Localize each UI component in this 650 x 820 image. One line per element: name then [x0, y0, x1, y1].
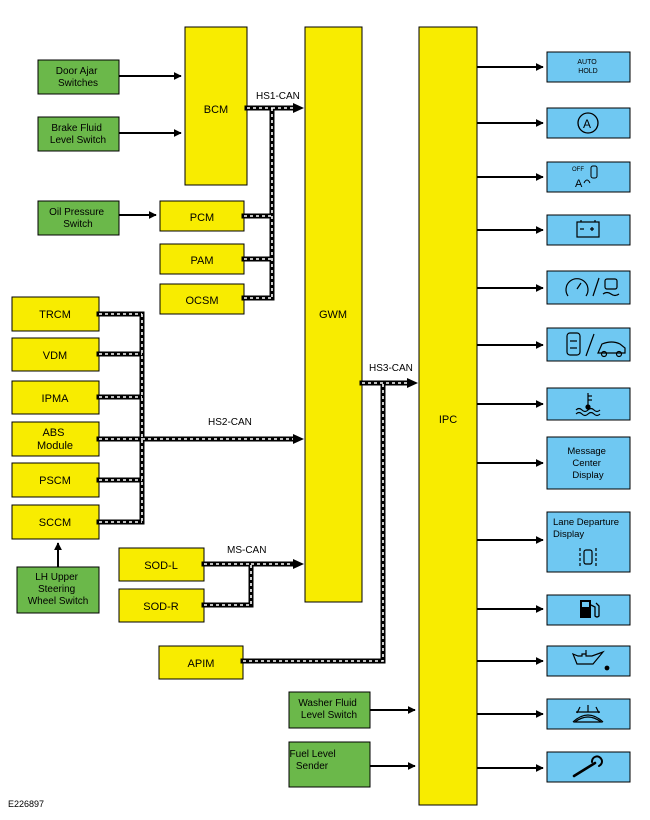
- sccm-module: [11, 504, 100, 540]
- door-ajar-switches: [37, 59, 120, 95]
- washer-fluid-switch: [288, 691, 371, 729]
- auto-hold-text: AUTO HOLD: [577, 59, 598, 75]
- sod-l-label: SOD-L: [144, 560, 178, 572]
- svg-text:A: A: [583, 117, 591, 131]
- message-center-display: [546, 436, 631, 490]
- auto-start-stop-icon: A: [577, 112, 599, 134]
- bus-arrowheads: [293, 103, 418, 569]
- lane-departure-display: [546, 511, 631, 573]
- gwm-module: [304, 26, 363, 603]
- brake-fluid-label: Brake Fluid Level Switch: [50, 123, 106, 146]
- coolant-temp-icon: [575, 393, 601, 417]
- ipma-module: [11, 380, 100, 415]
- oil-pressure-label: Oil Pressure Switch: [49, 207, 107, 230]
- oil-can-icon: [571, 650, 610, 671]
- airbag-off-icon: OFF A: [572, 165, 598, 190]
- bus-lines-dashes: [99, 107, 408, 662]
- ocsm-module: [159, 283, 245, 315]
- abs-label: ABS Module: [37, 427, 73, 452]
- bcm-module: [184, 26, 248, 186]
- oil-pressure-indicator: [546, 645, 631, 677]
- sod-r-module: [118, 588, 205, 623]
- bcm-label: BCM: [204, 104, 228, 116]
- low-fuel-icon: [580, 600, 600, 618]
- message-center-text: Message Center Display: [567, 446, 608, 481]
- fuel-level-label: Fuel Level Sender: [290, 749, 339, 772]
- apim-module: [158, 645, 244, 680]
- vdm-label: VDM: [43, 350, 67, 362]
- airbag-off-indicator: [546, 161, 631, 193]
- lh-upper-switch: [16, 566, 100, 614]
- wrench-icon: [572, 755, 603, 778]
- ipma-label: IPMA: [42, 393, 70, 405]
- abs-module: [11, 421, 100, 457]
- auto-hold-indicator: [546, 51, 631, 83]
- lane-departure-icon: [579, 548, 597, 568]
- trcm-label: TRCM: [39, 309, 71, 321]
- washer-fluid-label: Washer Fluid Level Switch: [298, 698, 359, 721]
- ms-can-label: MS-CAN: [227, 545, 266, 556]
- traction-control-indicator: [546, 270, 631, 305]
- door-ajar-indicator: [546, 327, 631, 362]
- lh-upper-label: LH Upper Steering Wheel Switch: [28, 572, 89, 607]
- washer-fluid-icon: [572, 705, 604, 723]
- hs1-can-label: HS1-CAN: [256, 91, 300, 102]
- sod-r-label: SOD-R: [143, 601, 179, 613]
- svg-text:OFF: OFF: [572, 167, 584, 173]
- pcm-label: PCM: [190, 212, 214, 224]
- fuel-level-sender: [288, 741, 371, 788]
- door-ajar-icon: [566, 332, 626, 358]
- ocsm-label: OCSM: [186, 295, 219, 307]
- battery-icon: [576, 220, 600, 238]
- gwm-label: GWM: [319, 309, 347, 321]
- hs2-can-label: HS2-CAN: [208, 417, 252, 428]
- plain-connections: [54, 63, 544, 772]
- indicator-boxes: [546, 51, 631, 783]
- door-ajar-label: Door Ajar Switches: [56, 66, 100, 89]
- charging-system-indicator: [546, 214, 631, 246]
- hs3-can-label: HS3-CAN: [369, 363, 413, 374]
- figure-id: E226897: [8, 799, 44, 809]
- lane-departure-text: Lane Departure Display: [553, 517, 622, 540]
- washer-fluid-indicator: [546, 698, 631, 730]
- oil-pressure-switch: [37, 200, 120, 236]
- brake-fluid-switch: [37, 116, 120, 152]
- ipc-module: [418, 26, 478, 806]
- traction-control-icon: [565, 277, 620, 297]
- apim-label: APIM: [188, 658, 215, 670]
- pam-module: [159, 243, 245, 275]
- trcm-module: [11, 296, 100, 332]
- pam-label: PAM: [190, 255, 213, 267]
- pscm-label: PSCM: [39, 475, 71, 487]
- sccm-label: SCCM: [39, 517, 71, 529]
- sod-l-module: [118, 547, 205, 582]
- svg-text:A: A: [575, 178, 583, 190]
- ipc-label: IPC: [439, 414, 457, 426]
